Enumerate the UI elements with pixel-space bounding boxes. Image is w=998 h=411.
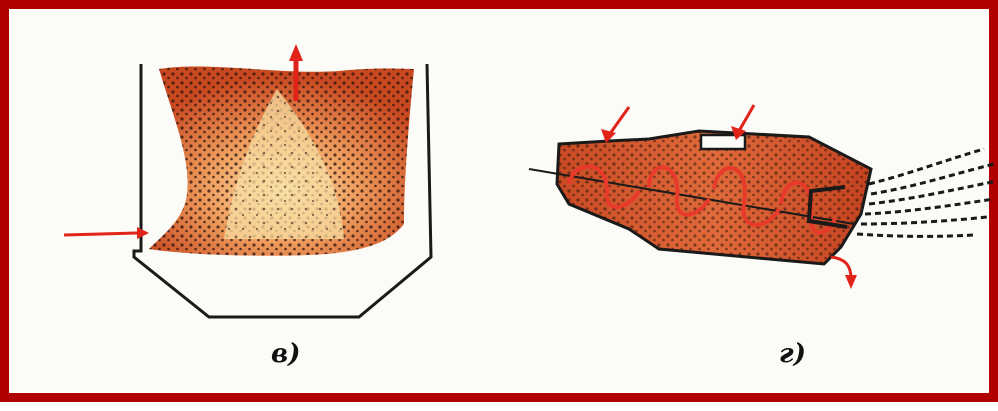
gas-inlet-arrow bbox=[64, 227, 149, 239]
feed-arrow-left bbox=[601, 107, 629, 143]
discharge-arrow bbox=[831, 257, 857, 289]
figure-label-right: г) bbox=[779, 339, 806, 369]
figure-frame: в) г) bbox=[0, 0, 998, 402]
figure-label-left: в) bbox=[271, 339, 300, 369]
rotary-drum-apparatus bbox=[529, 105, 997, 289]
diagram-canvas bbox=[9, 9, 998, 411]
exhaust-streaks bbox=[857, 149, 997, 236]
fluidized-bed-apparatus bbox=[64, 44, 431, 317]
